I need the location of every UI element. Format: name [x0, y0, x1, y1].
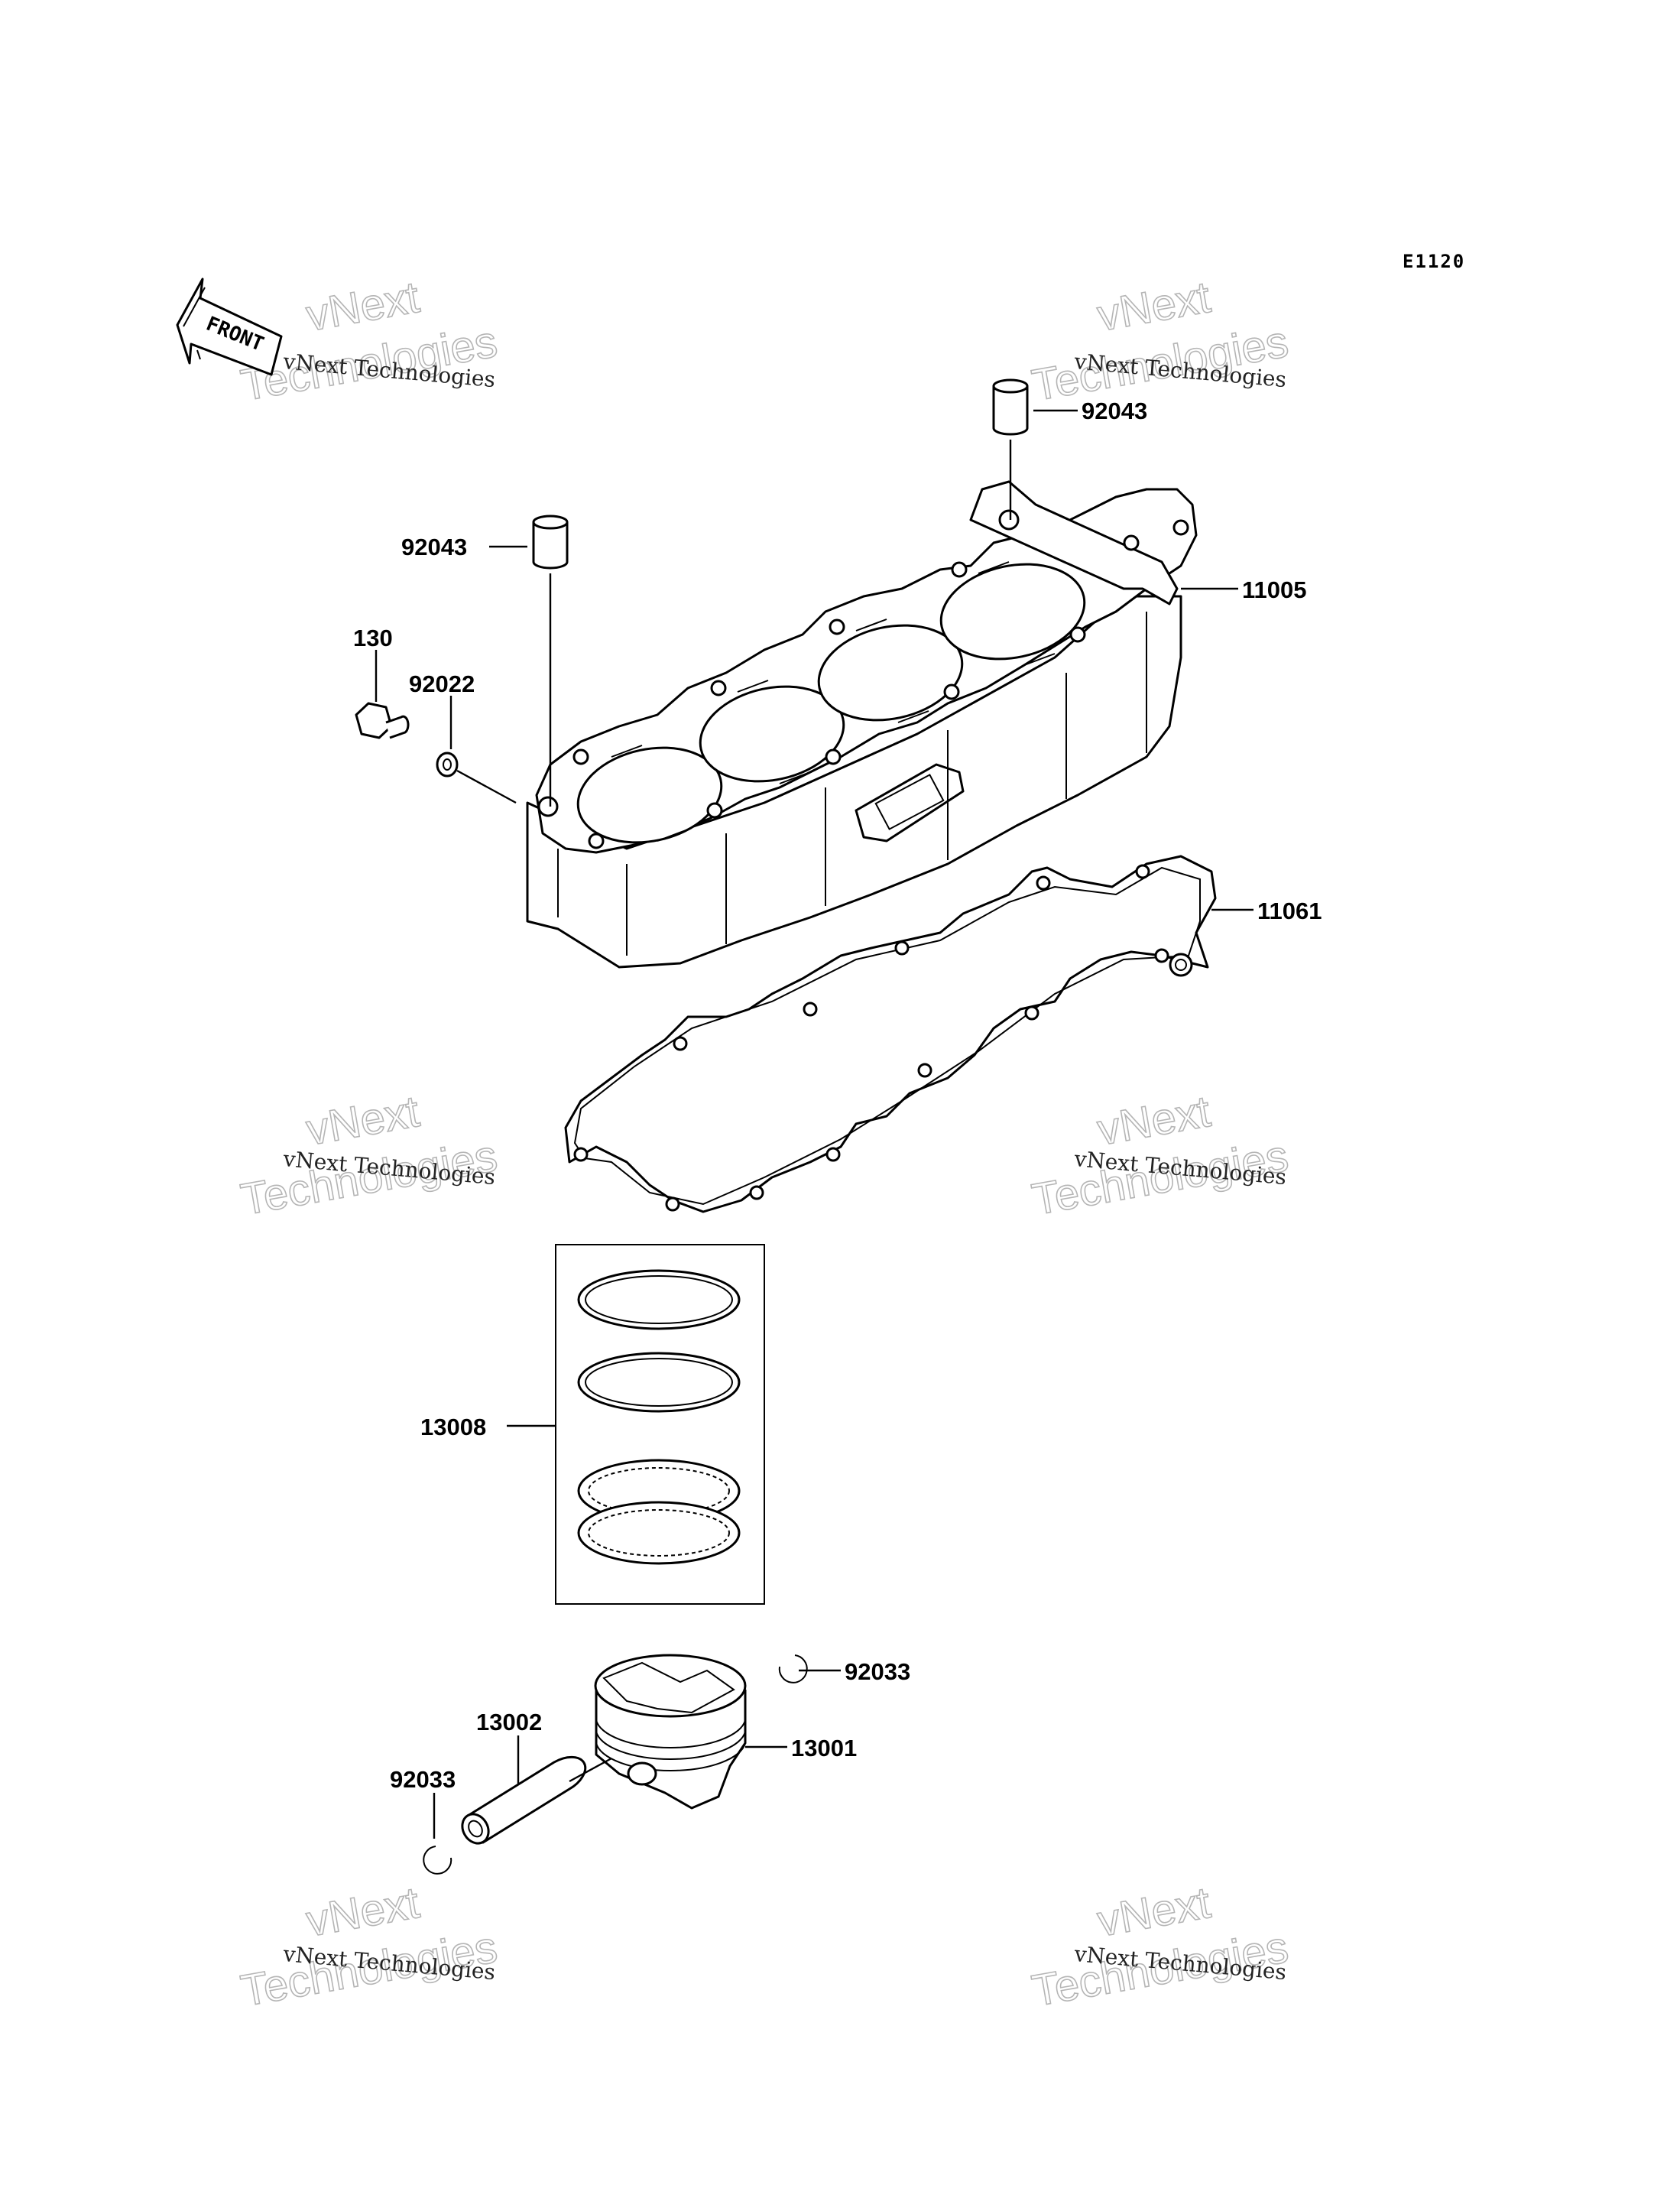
dowel-pin-left — [532, 515, 569, 570]
watermark-big-text: vNext — [1094, 272, 1214, 341]
callout-92043-top: 92043 — [1082, 398, 1147, 424]
callout-130: 130 — [353, 625, 393, 651]
bore-4 — [939, 563, 1086, 661]
callout-13001: 13001 — [791, 1735, 857, 1761]
callout-92043-left: 92043 — [401, 534, 467, 560]
callout-92033-right: 92033 — [845, 1658, 910, 1685]
circlip-right — [778, 1654, 808, 1683]
dowel-pin-top — [992, 378, 1029, 436]
watermark-big-text: vNext — [303, 272, 423, 341]
watermark-big-text: vNext — [1094, 1086, 1214, 1155]
ring-set-frame — [555, 1244, 765, 1605]
washer — [436, 752, 459, 778]
cylinder-block — [526, 480, 1198, 969]
piston — [594, 1654, 747, 1810]
cylinder-base-gasket — [564, 855, 1217, 1213]
piston-pin — [461, 1755, 587, 1845]
watermark-bottom-right: vNext Technologies — [1028, 1877, 1292, 2017]
watermark-mid-right: vNext Technologies — [1028, 1086, 1292, 1226]
leader-line — [569, 1757, 612, 1783]
leader-line — [456, 769, 517, 804]
watermark-big-text: vNext — [303, 1086, 423, 1155]
watermark-big-text: vNext — [303, 1878, 423, 1946]
callout-13002: 13002 — [476, 1709, 542, 1735]
callout-92033-left: 92033 — [390, 1766, 456, 1793]
diagram-ref-code: E1120 — [1403, 251, 1465, 272]
watermark-big-text: vNext — [1094, 1878, 1214, 1946]
drain-bolt — [355, 702, 410, 739]
callout-11061: 11061 — [1257, 898, 1322, 924]
circlip-left — [423, 1846, 452, 1875]
bore-3 — [817, 624, 964, 722]
callout-13008: 13008 — [420, 1414, 486, 1440]
callout-11005: 11005 — [1242, 576, 1307, 603]
watermark-bottom-left: vNext Technologies — [237, 1877, 501, 2017]
bore-2 — [699, 685, 845, 783]
piston-ring-set — [555, 1244, 765, 1605]
watermark-mid-left: vNext Technologies — [237, 1086, 501, 1226]
front-arrow-icon: FRONT — [176, 278, 283, 376]
callout-92022: 92022 — [409, 670, 475, 697]
